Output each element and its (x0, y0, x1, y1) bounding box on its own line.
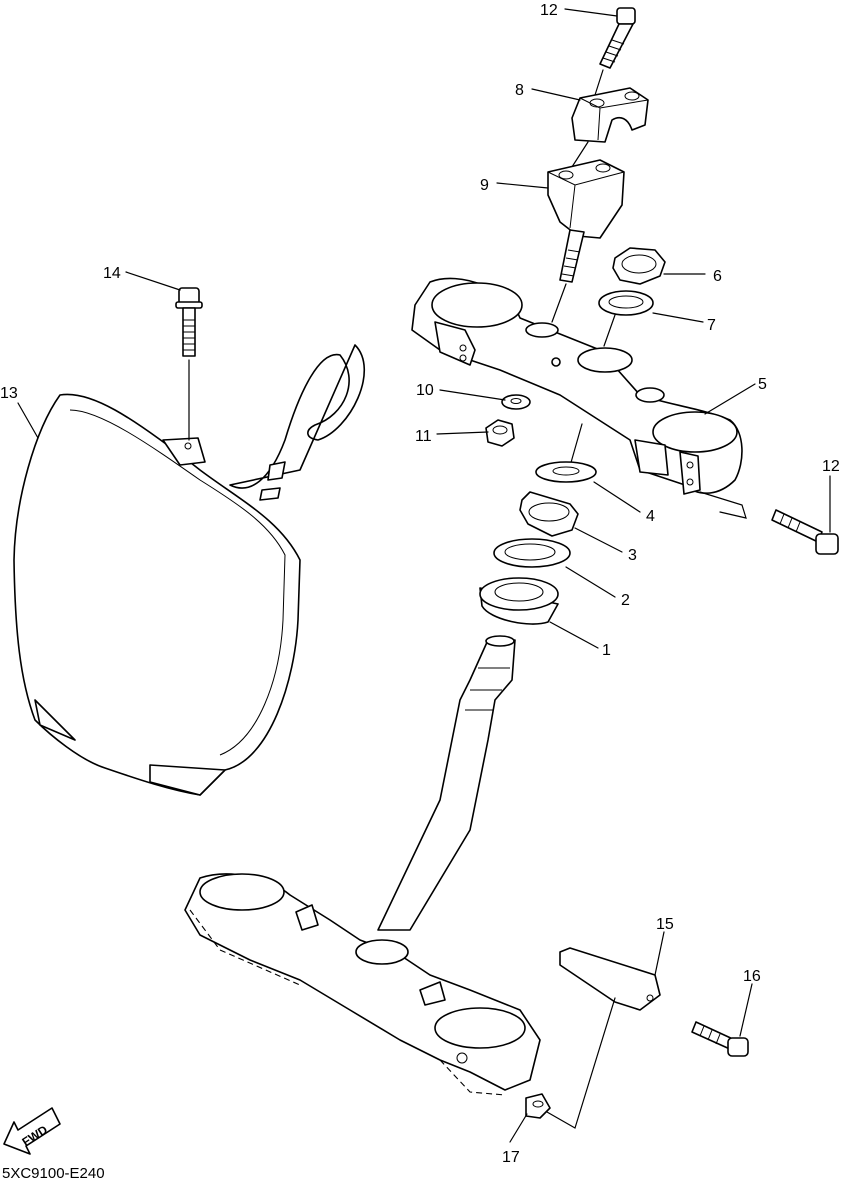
bolt-12-right (771, 509, 839, 555)
lower-bracket-steering-stem (184, 635, 541, 1096)
callout-13: 13 (0, 385, 18, 402)
callout-2: 2 (621, 592, 630, 609)
nut-11 (485, 419, 515, 447)
handlebar-holder-lower (547, 159, 625, 323)
washer-7 (598, 290, 654, 347)
callout-11: 11 (415, 428, 432, 445)
fwd-arrow-icon: FWD (3, 1107, 61, 1155)
callout-5: 5 (758, 376, 767, 393)
nut-6 (612, 247, 666, 285)
callout-14: 14 (103, 265, 121, 282)
cover-2 (493, 538, 571, 568)
callout-3: 3 (628, 547, 637, 564)
callout-12-top: 12 (540, 2, 558, 19)
callout-9: 9 (480, 177, 489, 194)
bearing-1 (479, 577, 559, 625)
callout-16: 16 (743, 968, 761, 985)
grommet-17 (525, 1093, 551, 1119)
callout-17: 17 (502, 1149, 520, 1166)
callouts: 12 8 9 6 7 5 10 11 12 4 3 2 1 13 14 15 1… (0, 2, 840, 1166)
number-plate (13, 344, 366, 796)
diagram-code: 5XC9100-E240 (2, 1165, 105, 1182)
washer-10 (501, 394, 531, 410)
callout-1: 1 (602, 642, 611, 659)
callout-7: 7 (707, 317, 716, 334)
callout-4: 4 (646, 508, 655, 525)
handlebar-holder-upper (569, 87, 649, 171)
callout-10: 10 (416, 382, 434, 399)
callout-8: 8 (515, 82, 524, 99)
upper-bracket (411, 277, 747, 519)
callout-6: 6 (713, 268, 722, 285)
callout-12-right: 12 (822, 458, 840, 475)
bolt-16 (691, 1021, 749, 1057)
bolt-12-top (594, 7, 636, 96)
bracket-15 (539, 947, 661, 1129)
leader-lines (17, 8, 831, 1143)
bolt-14 (175, 287, 203, 441)
washer-4 (535, 423, 597, 483)
ring-nut-3 (519, 491, 579, 537)
callout-15: 15 (656, 916, 674, 933)
